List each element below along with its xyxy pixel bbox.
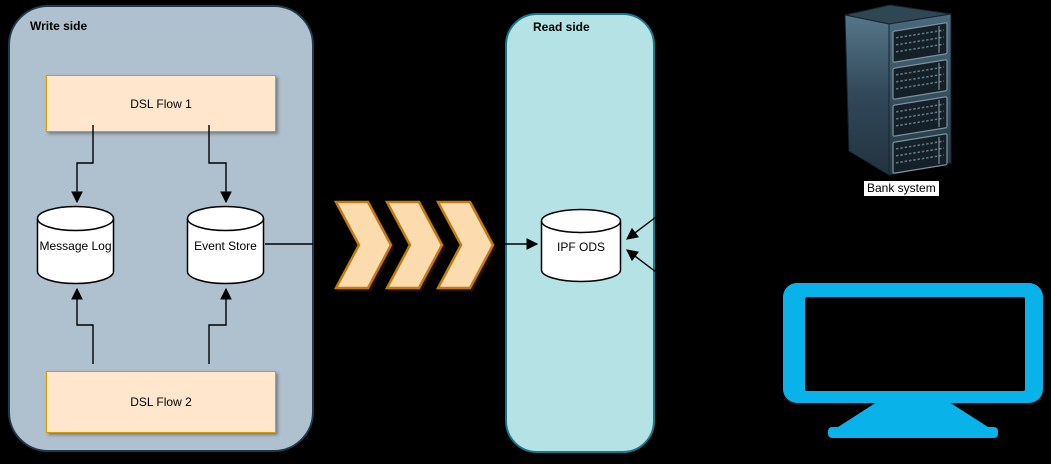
bank-system-node	[843, 3, 953, 179]
database-cylinder-icon	[186, 205, 265, 285]
node-dsl-flow-2: DSL Flow 2	[46, 371, 276, 433]
monitor-icon	[783, 283, 1043, 439]
node-message-log-label: Message Log	[39, 238, 112, 253]
node-event-store-label: Event Store	[194, 238, 257, 253]
node-ipf-ods-label: IPF ODS	[556, 239, 605, 254]
monitor-stand-base	[828, 427, 998, 438]
node-message-log: Message Log	[36, 205, 115, 285]
node-event-store: Event Store	[186, 205, 265, 285]
node-ipf-ods: IPF ODS	[540, 208, 622, 283]
chevron-right-icon	[384, 200, 444, 290]
node-dsl-flow-2-label: DSL Flow 2	[130, 395, 192, 409]
database-cylinder-icon	[36, 205, 115, 285]
monitor-screen	[805, 297, 1025, 391]
database-cylinder-icon	[540, 208, 622, 283]
write-side-title: Write side	[30, 19, 88, 33]
chevron-right-icon	[435, 200, 495, 290]
chevron-right-icon	[333, 200, 393, 290]
node-dsl-flow-1: DSL Flow 1	[46, 75, 276, 132]
read-side-title: Read side	[533, 20, 590, 34]
node-dsl-flow-1-label: DSL Flow 1	[130, 96, 192, 111]
monitor-stand-neck	[838, 402, 988, 427]
bank-system-label: Bank system	[864, 181, 939, 196]
server-rack-icon	[844, 4, 952, 176]
